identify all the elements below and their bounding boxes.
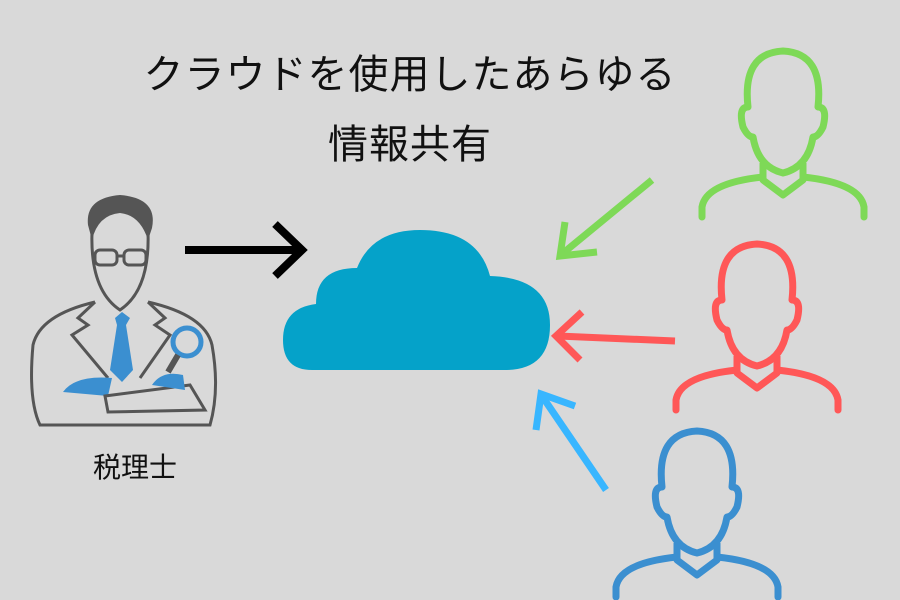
cloud-icon bbox=[283, 230, 550, 370]
arrow-blue-to-cloud bbox=[532, 389, 609, 492]
arrow-red-to-cloud bbox=[550, 309, 676, 363]
arrow-green-to-cloud bbox=[555, 177, 655, 260]
user-icon-blue bbox=[616, 431, 778, 597]
user-icon-red bbox=[676, 244, 838, 410]
accountant-label: 税理士 bbox=[92, 451, 177, 484]
accountant-icon bbox=[30, 195, 218, 427]
title-line-2: 情報共有 bbox=[328, 122, 492, 168]
arrow-accountant-to-cloud bbox=[185, 221, 308, 279]
title-line-1: クラウドを使用したあらゆる bbox=[143, 52, 677, 98]
